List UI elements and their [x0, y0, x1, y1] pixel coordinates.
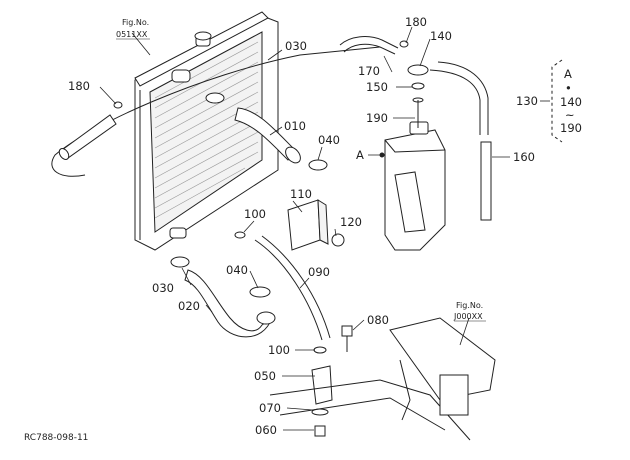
group-label-190: 190 [560, 121, 582, 135]
label-050: 050 [254, 369, 276, 383]
label-190: 190 [366, 111, 388, 125]
group-bracket-line [551, 59, 563, 143]
label-080: 080 [367, 313, 389, 327]
hose-lower-020 [184, 269, 276, 338]
cap-140 [407, 64, 429, 90]
fig-ref-1-line1: Fig.No. [122, 18, 149, 27]
label-070: 070 [259, 401, 281, 415]
leader-lines [99, 26, 550, 431]
label-030-bottom: 030 [152, 281, 174, 295]
hose-small-radiator [58, 114, 117, 160]
bracket-050 [311, 365, 333, 405]
hose-upper-010 [234, 107, 301, 164]
bracket-110 [287, 199, 329, 251]
fig-ref-2-line1: Fig.No. [456, 301, 483, 310]
tank-ref-dot [379, 152, 385, 158]
label-130: 130 [516, 94, 538, 108]
label-040-bottom: 040 [226, 263, 248, 277]
frame [269, 317, 496, 441]
diagram-id: RC788-098-11 [24, 433, 88, 443]
label-090: 090 [308, 265, 330, 279]
label-020: 020 [178, 299, 200, 313]
hose-090 [254, 235, 331, 341]
label-180-right: 180 [405, 15, 427, 29]
bolt-080 [341, 325, 353, 352]
nut-060 [314, 425, 326, 437]
group-label-A: A [564, 67, 572, 81]
group-label-dot: • [565, 81, 572, 95]
radiator [134, 11, 279, 251]
label-040-top: 040 [318, 133, 340, 147]
label-100-bottom: 100 [268, 343, 290, 357]
group-label-tilde: ~ [565, 108, 575, 122]
reserve-tank [384, 97, 446, 251]
label-110: 110 [290, 187, 312, 201]
clamps [113, 40, 409, 354]
label-160: 160 [513, 150, 535, 164]
label-030-top: 030 [285, 39, 307, 53]
label-120: 120 [340, 215, 362, 229]
label-100-top: 100 [244, 207, 266, 221]
label-150: 150 [366, 80, 388, 94]
label-060: 060 [255, 423, 277, 437]
plug-120 [331, 233, 345, 247]
fig-ref-2-line2: J000XX [453, 312, 483, 321]
label-170: 170 [358, 64, 380, 78]
label-A-tank: A [356, 148, 364, 162]
label-140: 140 [430, 29, 452, 43]
hose-160 [429, 61, 492, 221]
fig-ref-1-line2: 0511XX [116, 30, 148, 39]
group-label-140: 140 [560, 95, 582, 109]
label-180-left: 180 [68, 79, 90, 93]
label-010: 010 [284, 119, 306, 133]
